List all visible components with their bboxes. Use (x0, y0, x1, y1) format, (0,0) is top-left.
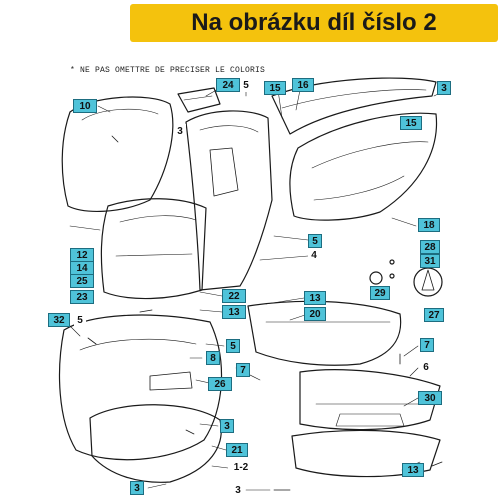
windshield-part (61, 96, 174, 212)
cap-part (413, 267, 443, 297)
callout-3: 3 (437, 81, 451, 95)
color-note: * NE PAS OMETTRE DE PRECISER LE COLORIS (70, 66, 266, 75)
handlebar-cover-part (177, 87, 221, 113)
callout-18: 18 (418, 218, 440, 232)
callout-16: 16 (292, 78, 314, 92)
callout-15-right: 15 (400, 116, 422, 130)
callout-26: 26 (208, 377, 232, 391)
callout-3-bottom-left: 3 (130, 481, 144, 495)
callout-3-lower: 3 (220, 419, 234, 433)
lower-skirt-part (291, 429, 441, 478)
callout-20: 20 (304, 307, 326, 321)
callout-7: 7 (236, 363, 250, 377)
callout-5-mid: 5 (308, 234, 322, 248)
callout-13-right: 13 (304, 291, 326, 305)
callout-6: 6 (420, 360, 432, 374)
callout-3-left: 3 (174, 124, 186, 138)
rear-side-panel-part (289, 112, 438, 221)
front-fender-part (89, 404, 222, 483)
callout-4: 4 (308, 248, 320, 262)
callout-31: 31 (420, 254, 440, 268)
inner-shield-part (100, 198, 207, 300)
callout-27: 27 (424, 308, 444, 322)
callout-32: 32 (48, 313, 70, 327)
callout-30: 30 (418, 391, 442, 405)
callout-7-right: 7 (420, 338, 434, 352)
callout-25: 25 (70, 274, 94, 288)
callout-5-lower: 5 (226, 339, 240, 353)
title-banner: Na obrázku díl číslo 2 (130, 4, 498, 42)
callout-8: 8 (206, 351, 220, 365)
callout-3-bottom: 3 (232, 483, 244, 497)
callout-24: 24 (216, 78, 240, 92)
callout-1-2: 1-2 (228, 460, 254, 474)
callout-5-left: 5 (74, 313, 86, 327)
callout-29: 29 (370, 286, 390, 300)
callout-12: 12 (70, 248, 94, 262)
leg-shield-part (185, 110, 273, 291)
callout-13-bottom: 13 (402, 463, 424, 477)
front-fairing-part (58, 314, 223, 461)
callout-22: 22 (222, 289, 246, 303)
upper-side-cover-part (271, 77, 437, 135)
footboard-part (299, 369, 441, 431)
callout-5: 5 (240, 78, 252, 92)
callout-10: 10 (73, 99, 97, 113)
cap-ring-part (369, 271, 383, 285)
callout-13: 13 (222, 305, 246, 319)
callout-14: 14 (70, 261, 94, 275)
callout-28: 28 (420, 240, 440, 254)
callout-23: 23 (70, 290, 94, 304)
callout-21: 21 (226, 443, 248, 457)
callout-15: 15 (264, 81, 286, 95)
